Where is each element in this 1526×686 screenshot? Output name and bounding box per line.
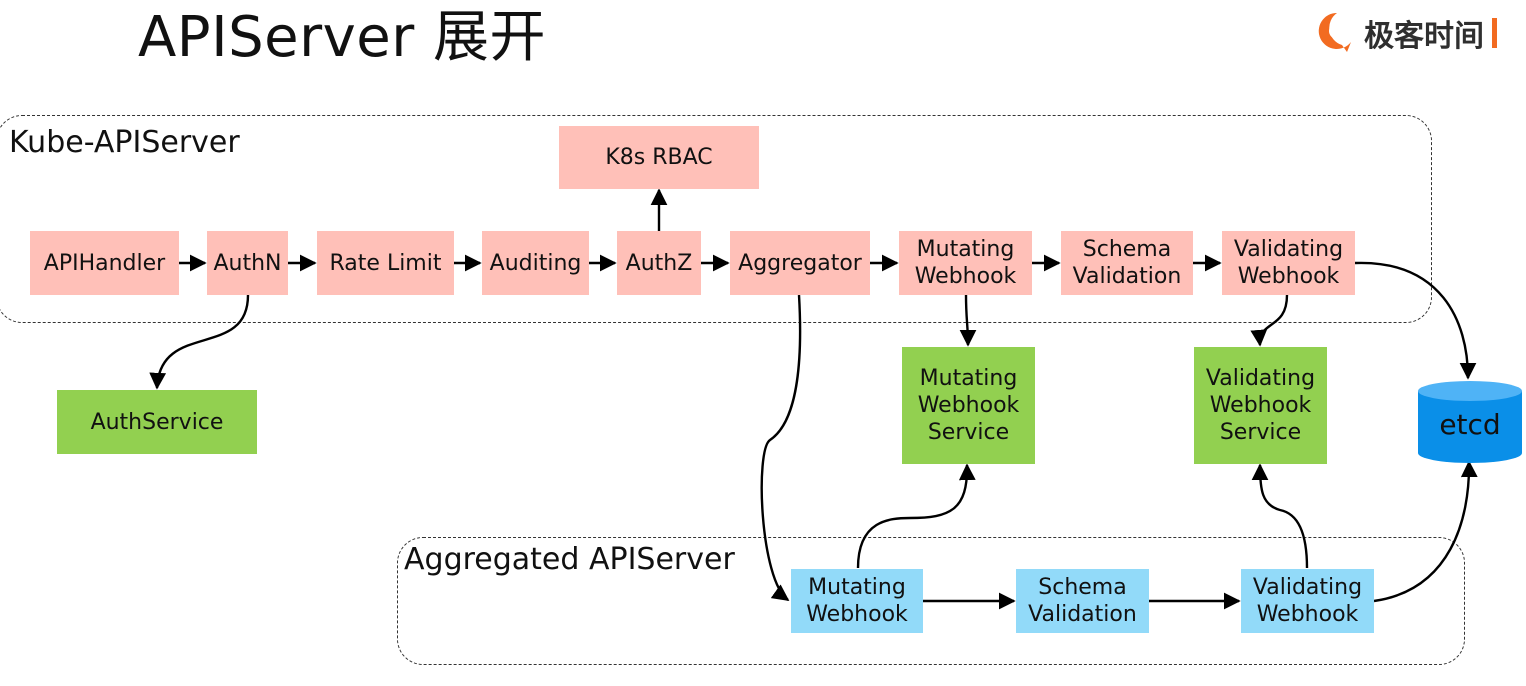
apihandler-node: APIHandler xyxy=(30,231,179,295)
edge-authn-authservice xyxy=(149,294,250,390)
agg-mutating-webhook-node: Mutating Webhook xyxy=(791,569,923,633)
edge-validating-etcd xyxy=(1354,261,1477,380)
aggregated-apiserver-label: Aggregated APIServer xyxy=(404,542,735,577)
rate-limit-node: Rate Limit xyxy=(317,231,454,295)
edge-aggmutating-mwservice xyxy=(856,463,976,569)
mutating-webhook-service-node: Mutating Webhook Service xyxy=(902,347,1035,464)
agg-validating-webhook-node: Validating Webhook xyxy=(1241,569,1374,633)
edge-aggvalidating-etcd xyxy=(1373,460,1478,603)
auditing-node: Auditing xyxy=(482,231,589,295)
edge-aggvalidating-vwservice xyxy=(1251,463,1309,569)
etcd-label: etcd xyxy=(1439,408,1501,441)
validating-webhook-node: Validating Webhook xyxy=(1222,231,1355,295)
etcd-database-icon xyxy=(1418,381,1522,463)
brand-bar xyxy=(1492,18,1497,48)
brand-logo: 极客时间 xyxy=(1316,10,1497,56)
brand-name: 极客时间 xyxy=(1364,19,1484,54)
edge-validating-vwservice xyxy=(1250,294,1289,347)
mutating-webhook-node: Mutating Webhook xyxy=(899,231,1032,295)
page-title: APIServer 展开 xyxy=(138,5,547,70)
schema-validation-node: Schema Validation xyxy=(1061,231,1193,295)
kube-apiserver-group xyxy=(0,115,1432,323)
edge-mutating-mwservice xyxy=(959,294,977,347)
kube-apiserver-label: Kube-APIServer xyxy=(9,125,240,160)
k8s-rbac-node: K8s RBAC xyxy=(559,126,759,189)
auth-service-node: AuthService xyxy=(57,390,257,454)
agg-schema-validation-node: Schema Validation xyxy=(1016,569,1149,633)
geektime-logo-icon xyxy=(1318,12,1351,52)
validating-webhook-service-node: Validating Webhook Service xyxy=(1194,347,1327,464)
edge-aggregator-aggmutating xyxy=(760,294,802,601)
aggregated-apiserver-group xyxy=(397,537,1465,665)
authn-node: AuthN xyxy=(207,231,288,295)
aggregator-node: Aggregator xyxy=(730,231,870,295)
authz-node: AuthZ xyxy=(617,231,701,295)
